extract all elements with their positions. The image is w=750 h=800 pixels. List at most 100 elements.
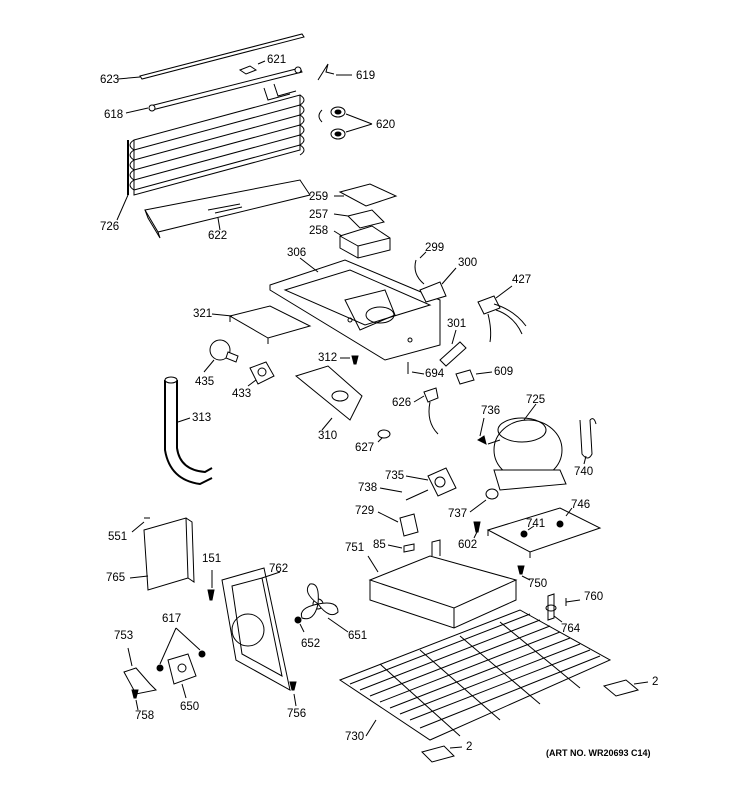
label-735: 735	[385, 470, 405, 482]
label-619: 619	[356, 70, 376, 82]
part-627-clip	[378, 430, 390, 442]
part-620-grommets	[319, 107, 372, 139]
label-694: 694	[425, 368, 445, 380]
label-756: 756	[287, 708, 307, 720]
part-729-capacitor	[378, 512, 418, 536]
part-758-screw	[132, 690, 138, 710]
label-736: 736	[481, 405, 501, 417]
label-258: 258	[309, 225, 329, 237]
label-2-right: 2	[652, 676, 659, 688]
part-725-compressor	[478, 404, 566, 490]
part-259-plate	[334, 184, 396, 206]
label-725: 725	[526, 394, 546, 406]
label-433: 433	[232, 388, 252, 400]
part-435-bulb	[204, 340, 238, 372]
part-756-screw	[290, 682, 296, 706]
label-621: 621	[267, 54, 287, 66]
part-617-grommets	[157, 628, 205, 671]
label-602: 602	[458, 539, 478, 551]
label-622: 622	[208, 230, 228, 242]
part-2-pad-left	[422, 746, 462, 762]
label-306: 306	[287, 247, 307, 259]
label-760: 760	[584, 591, 604, 603]
part-650-fan-motor	[168, 654, 196, 698]
label-729: 729	[355, 505, 375, 517]
label-753: 753	[114, 630, 134, 642]
part-740-clip	[580, 419, 596, 464]
part-321-bracket	[212, 306, 310, 344]
label-751: 751	[345, 542, 365, 554]
label-435: 435	[195, 376, 215, 388]
part-618-tube	[126, 67, 302, 113]
label-313: 313	[192, 412, 212, 424]
part-751-drain-pan	[368, 540, 516, 628]
label-617: 617	[162, 613, 182, 625]
part-621-clip	[240, 61, 265, 74]
label-764: 764	[561, 623, 581, 635]
label-259: 259	[309, 191, 329, 203]
label-737: 737	[448, 508, 468, 520]
part-753-bracket	[124, 648, 156, 694]
part-737-grommet	[470, 489, 498, 512]
part-726-condenser	[117, 84, 304, 220]
label-257: 257	[309, 209, 329, 221]
part-312-screw	[340, 356, 358, 364]
art-number: (ART NO. WR20693 C14)	[546, 748, 651, 758]
label-627: 627	[355, 442, 375, 454]
label-427: 427	[512, 274, 532, 286]
part-746-base-plate	[488, 508, 600, 558]
label-730: 730	[345, 731, 365, 743]
label-762: 762	[269, 563, 289, 575]
label-758: 758	[135, 710, 155, 722]
part-85-clip	[388, 544, 414, 552]
label-620: 620	[376, 119, 396, 131]
part-301-sensor	[440, 330, 466, 366]
part-765-panel	[130, 518, 194, 590]
part-551-screw	[132, 518, 150, 532]
label-551: 551	[108, 531, 128, 543]
label-626: 626	[392, 397, 412, 409]
part-2-pad-right	[604, 680, 648, 696]
label-301: 301	[447, 318, 467, 330]
label-738: 738	[358, 482, 378, 494]
label-741: 741	[526, 518, 546, 530]
label-726: 726	[100, 221, 120, 233]
part-602-screw	[474, 522, 480, 538]
label-746: 746	[571, 499, 591, 511]
label-299: 299	[425, 242, 445, 254]
part-694-pin	[408, 362, 424, 374]
part-760-screw	[566, 598, 580, 606]
label-85: 85	[373, 539, 386, 551]
label-618: 618	[104, 109, 124, 121]
part-730-coil	[340, 610, 610, 740]
label-312: 312	[318, 352, 338, 364]
label-609: 609	[494, 366, 514, 378]
label-651: 651	[348, 630, 368, 642]
part-310-duct	[296, 366, 362, 430]
part-313-drain-tube	[165, 377, 212, 484]
part-735-overload	[406, 468, 456, 496]
label-750: 750	[528, 578, 548, 590]
part-306-mounting-tray	[270, 258, 440, 360]
part-619-wire	[318, 64, 352, 80]
label-151: 151	[202, 553, 222, 565]
label-310: 310	[318, 430, 338, 442]
part-626-thermostat	[414, 388, 438, 434]
part-651-fan-blade	[301, 584, 348, 632]
part-622-tray	[145, 180, 310, 238]
part-257-258-control	[334, 210, 390, 258]
part-623-rod	[118, 34, 304, 79]
label-300: 300	[458, 257, 478, 269]
part-738-wire	[380, 488, 428, 500]
part-652-nut	[295, 617, 304, 632]
part-764-bracket	[546, 594, 562, 622]
part-427-harness	[478, 286, 526, 342]
part-609-relay	[456, 370, 492, 384]
label-321: 321	[193, 308, 213, 320]
part-762-fan-shroud	[222, 568, 290, 690]
label-652: 652	[301, 638, 321, 650]
label-650: 650	[180, 701, 200, 713]
label-765: 765	[106, 572, 126, 584]
part-299-300-switch	[415, 252, 456, 302]
